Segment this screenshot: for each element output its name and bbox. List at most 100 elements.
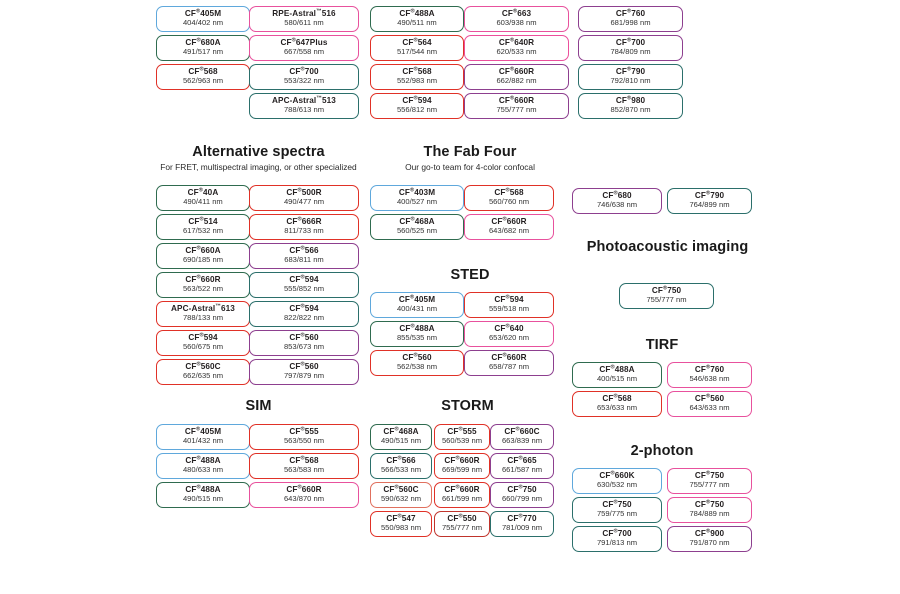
trademark-symbol: ™ [316,95,322,102]
dye-name-number: 660R [514,96,535,106]
dye-name-number: 660R [459,485,480,495]
dye-name: CF®700 [289,67,318,77]
dye-spectra: 590/632 nm [380,494,422,504]
dye-spectra: 560/675 nm [182,342,224,352]
dye-name-base: CF [444,456,456,466]
dye-spectra: 643/633 nm [689,403,730,413]
section-title-two-photon: 2-photon [630,443,694,459]
dye-name-number: 40A [203,188,219,198]
dye-name-base: RPE-Astral [272,9,317,19]
dye-name-number: 750 [667,286,682,296]
dye-name-number: 750 [522,485,537,495]
dye-name: CF®750 [694,500,724,510]
dye-name-base: CF [402,38,414,48]
trademark-symbol: ® [505,187,510,194]
dye-name-base: CF [286,188,298,198]
dye-name: CF®680 [602,191,631,201]
dye-name-number: 405M [414,295,436,305]
trademark-symbol: ® [410,323,415,330]
dye-name-base: CF [494,324,506,334]
trademark-symbol: ® [413,37,418,44]
dye-name-base: CF [694,500,706,510]
section-title-sim: SIM [245,398,272,414]
dye-name: CF®660K [599,471,634,481]
dye-spectra: 563/583 nm [283,465,325,475]
